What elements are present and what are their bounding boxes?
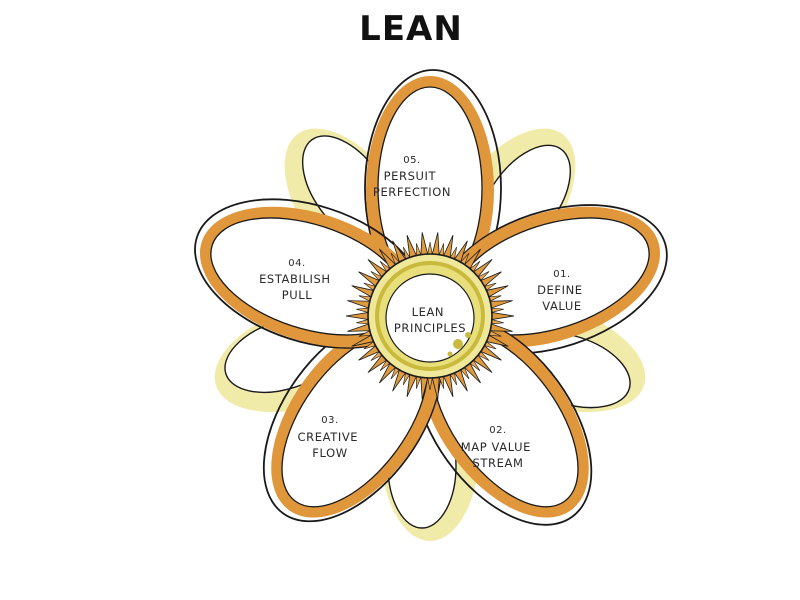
petal-labels: 01. DEFINE VALUE 02. MAP VALUE STREAM 03…	[259, 155, 587, 470]
petal-title-line: STREAM	[473, 456, 524, 470]
petal-title: DEFINE VALUE	[537, 283, 587, 313]
center-label-line-1: LEAN	[412, 305, 445, 319]
petal-number: 05.	[403, 155, 420, 166]
petal-label-creative-flow: 03. CREATIVE FLOW	[298, 415, 363, 460]
petal-title-line: PERFECTION	[373, 185, 451, 199]
petal-number: 04.	[288, 258, 305, 269]
petal-label-persuit-perfection: 05. PERSUIT PERFECTION	[373, 155, 451, 199]
petal-label-establish-pull: 04. ESTABILISH PULL	[259, 258, 335, 302]
petal	[194, 198, 425, 349]
petal-number: 01.	[553, 269, 570, 280]
petal-number: 03.	[321, 415, 338, 426]
petal-title-line: PULL	[282, 288, 313, 302]
center-label-line-2: PRINCIPLES	[394, 321, 466, 335]
petal-title-line: CREATIVE	[298, 430, 359, 444]
petal-title-line: DEFINE	[537, 283, 583, 297]
petal-title: MAP VALUE STREAM	[461, 440, 536, 470]
petal-title-line: FLOW	[312, 446, 347, 460]
petal-title-line: VALUE	[542, 299, 582, 313]
petal-label-map-value-stream: 02. MAP VALUE STREAM	[461, 425, 536, 470]
front-petals	[194, 69, 668, 526]
petal-label-define-value: 01. DEFINE VALUE	[537, 269, 587, 313]
petal-title: PERSUIT PERFECTION	[373, 169, 451, 199]
center-disc: LEAN PRINCIPLES	[367, 253, 493, 379]
petal	[437, 204, 668, 355]
petal-title: ESTABILISH PULL	[259, 272, 335, 302]
petal-title-line: ESTABILISH	[259, 272, 331, 286]
center-label: LEAN PRINCIPLES	[394, 305, 466, 335]
petal-title: CREATIVE FLOW	[298, 430, 363, 460]
petal-title-line: MAP VALUE	[461, 440, 531, 454]
page-title: LEAN	[359, 9, 463, 49]
petal-number: 02.	[489, 425, 506, 436]
petal-title-line: PERSUIT	[384, 169, 437, 183]
